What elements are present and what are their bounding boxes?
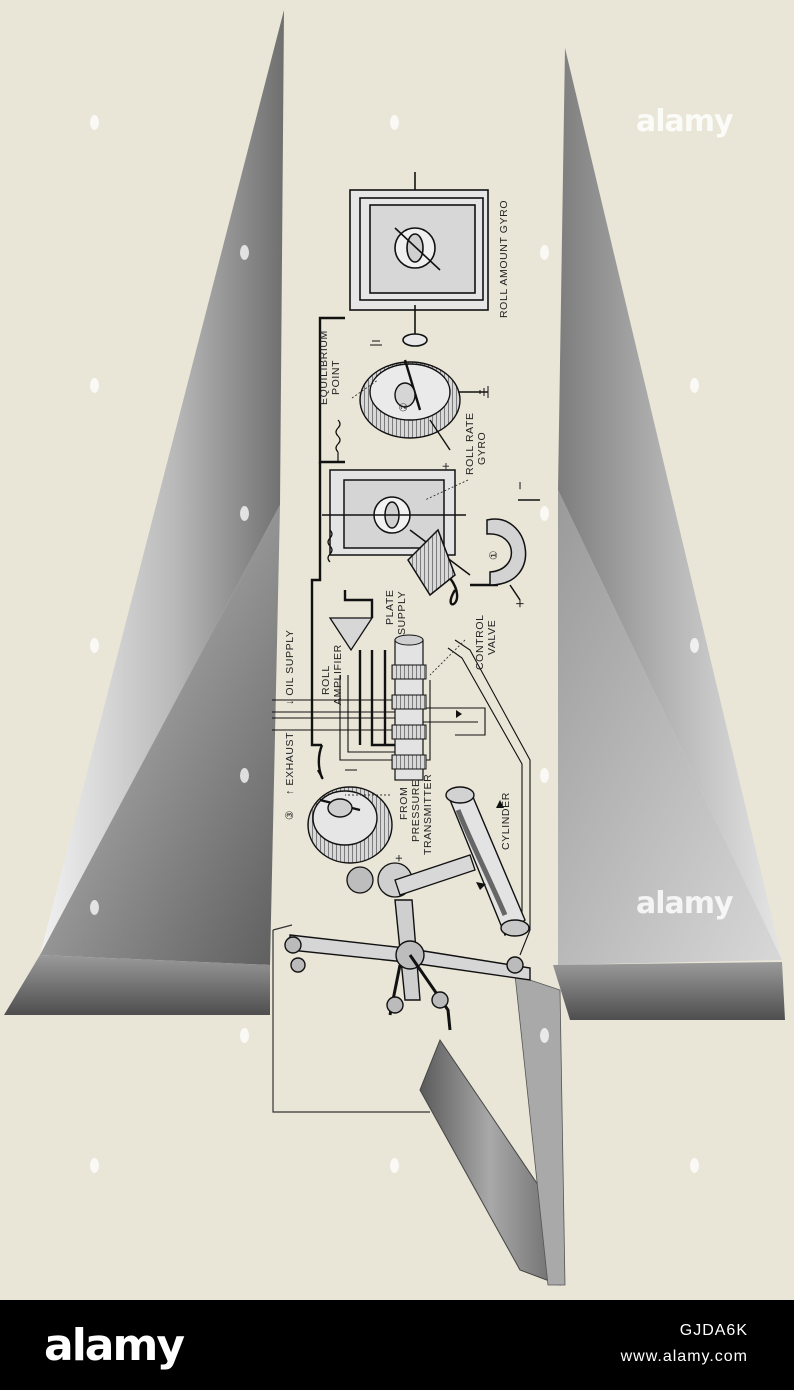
footer-logo: alamy <box>44 1320 185 1371</box>
body-cutaway <box>272 924 430 1113</box>
label-roll: ROLL <box>320 665 332 695</box>
roll-rate-gyro <box>322 469 471 597</box>
leader-lines <box>345 379 469 796</box>
label-roll-rate: ROLL RATE <box>464 412 476 475</box>
label-plate: PLATE <box>384 589 396 625</box>
label-equilibrium: EQUILIBRIUM <box>318 330 330 405</box>
watermark-right-bottom: alamy <box>636 886 734 921</box>
label-marker-1: ① <box>488 549 500 560</box>
label-oil-supply: ↓ OIL SUPPLY <box>284 629 296 705</box>
roll-amplifier-symbol <box>328 617 374 652</box>
watermark-dot <box>90 378 99 393</box>
watermark-dot <box>540 245 549 260</box>
label-roll-amount-gyro: ROLL AMOUNT GYRO <box>498 199 510 318</box>
diagram-page: ROLL AMOUNT GYRO EQUILIBRIUM POINT ROLL … <box>4 10 785 1286</box>
watermark-dot <box>90 900 99 915</box>
pressure-transmitter <box>307 786 393 864</box>
label-plus-3: + <box>391 853 406 862</box>
label-pressure: PRESSURE <box>410 779 422 842</box>
label-exhaust: ↑ EXHAUST <box>284 731 296 795</box>
label-point: POINT <box>330 359 342 395</box>
roll-amount-gyro <box>349 172 489 347</box>
roll-rate-pickoff <box>486 499 540 601</box>
missile-roll-control-diagram <box>4 10 785 1286</box>
roll-amount-pickoff <box>359 359 488 451</box>
label-valve: VALVE <box>486 619 498 655</box>
footer-url[interactable]: www.alamy.com <box>620 1348 748 1365</box>
right-fin <box>553 48 785 1020</box>
control-linkage <box>284 899 531 1031</box>
hydraulic-cylinder <box>445 786 530 937</box>
watermark-dot <box>240 506 249 521</box>
label-cylinder: CYLINDER <box>500 792 512 850</box>
label-amplifier: AMPLIFIER <box>332 644 344 705</box>
label-minus-1: − <box>512 480 529 490</box>
label-marker-2: ② <box>398 401 410 412</box>
watermark-dot <box>540 1028 549 1043</box>
label-marker-3: ③ <box>284 809 296 820</box>
watermark-dot <box>690 378 699 393</box>
image-id: GJDA6K <box>679 1322 748 1339</box>
watermark-dot <box>90 1158 99 1173</box>
watermark-dot <box>240 768 249 783</box>
watermark-dot <box>540 506 549 521</box>
flow-arrows <box>456 710 504 890</box>
watermark-dot <box>240 1028 249 1043</box>
ground-symbols <box>345 340 489 771</box>
left-fin <box>4 10 284 1015</box>
label-from: FROM <box>398 786 410 820</box>
watermark-dot <box>240 245 249 260</box>
watermark-dot <box>540 768 549 783</box>
watermark-dot <box>690 1158 699 1173</box>
watermark-dot <box>690 638 699 653</box>
springs <box>327 419 341 563</box>
watermark-dot <box>90 638 99 653</box>
label-transmitter: TRANSMITTER <box>422 773 434 855</box>
label-plus-2: + <box>438 461 453 470</box>
watermark-right-top: alamy <box>636 104 734 139</box>
watermark-dot <box>390 1158 399 1173</box>
wiring <box>310 316 498 780</box>
watermark-dot <box>390 115 399 130</box>
control-surface <box>419 974 566 1286</box>
footer-bar: alamy GJDA6K www.alamy.com <box>0 1300 794 1390</box>
label-plus-1: + <box>512 598 529 608</box>
watermark-dot <box>90 115 99 130</box>
control-valve <box>391 634 427 781</box>
label-supply: SUPPLY <box>396 590 408 635</box>
label-gyro: GYRO <box>476 431 488 465</box>
feedback-gears <box>346 854 476 898</box>
label-control: CONTROL <box>474 614 486 670</box>
